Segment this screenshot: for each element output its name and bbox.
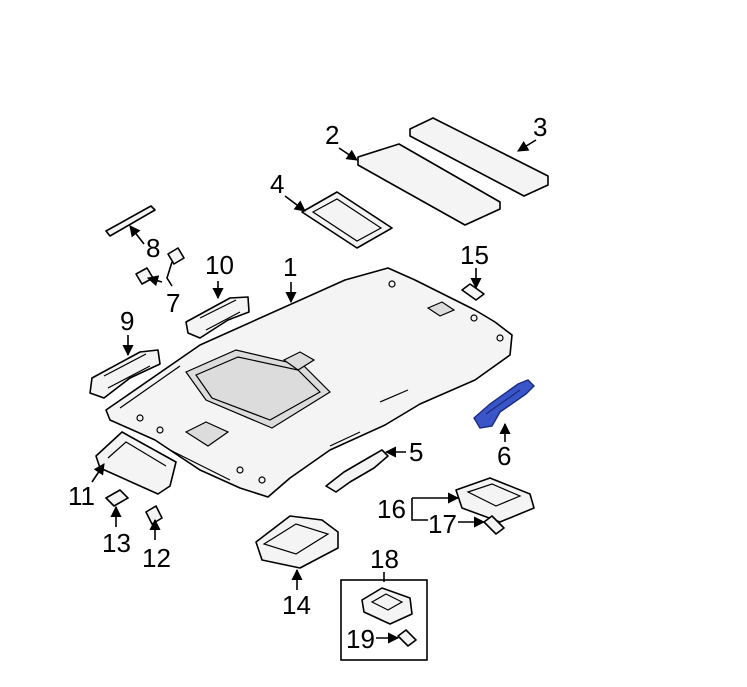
part-13-clip[interactable] (105, 489, 129, 507)
callout-8: 8 (146, 233, 160, 263)
callout-1: 1 (283, 252, 297, 282)
callout-13: 13 (102, 528, 131, 558)
callout-4: 4 (270, 169, 284, 199)
callout-17: 17 (428, 509, 457, 539)
part-6-grab-handle[interactable] (473, 379, 535, 429)
callout-2: 2 (325, 120, 339, 150)
part-8-trim-strip[interactable] (105, 205, 156, 237)
callout-7: 7 (166, 288, 180, 318)
part-19-bulb[interactable] (397, 629, 417, 647)
callout-12: 12 (142, 543, 171, 573)
callout-19: 19 (346, 624, 375, 654)
part-3-panel[interactable] (409, 117, 549, 197)
callout-6: 6 (497, 441, 511, 471)
part-14-dome-lamp[interactable] (255, 515, 339, 569)
part-16-map-lamp[interactable] (455, 477, 535, 523)
part-12-clip[interactable] (145, 505, 163, 525)
part-17-bulb[interactable] (483, 515, 505, 535)
callout-5: 5 (409, 437, 423, 467)
part-9-bracket[interactable] (89, 349, 161, 399)
inset-box (340, 579, 428, 661)
callout-15: 15 (460, 240, 489, 270)
callout-11: 11 (68, 481, 95, 511)
callout-9: 9 (120, 306, 134, 336)
callout-10: 10 (205, 250, 234, 280)
callout-14: 14 (282, 590, 311, 620)
callout-16: 16 (377, 494, 406, 524)
part-1-headliner[interactable] (105, 267, 513, 498)
part-4-sunroof-frame[interactable] (301, 191, 393, 249)
part-18-lamp-housing[interactable] (361, 587, 413, 625)
part-2-insulator[interactable] (357, 143, 501, 226)
part-15-bulb[interactable] (461, 283, 485, 301)
callout-labels: 1 2 3 4 5 6 7 8 9 10 11 12 13 14 15 16 1… (68, 112, 547, 654)
leader-lines (91, 139, 537, 644)
callout-3: 3 (533, 112, 547, 142)
callout-18: 18 (370, 544, 399, 574)
part-10-bracket[interactable] (185, 296, 250, 339)
part-5-handle[interactable] (325, 449, 389, 493)
